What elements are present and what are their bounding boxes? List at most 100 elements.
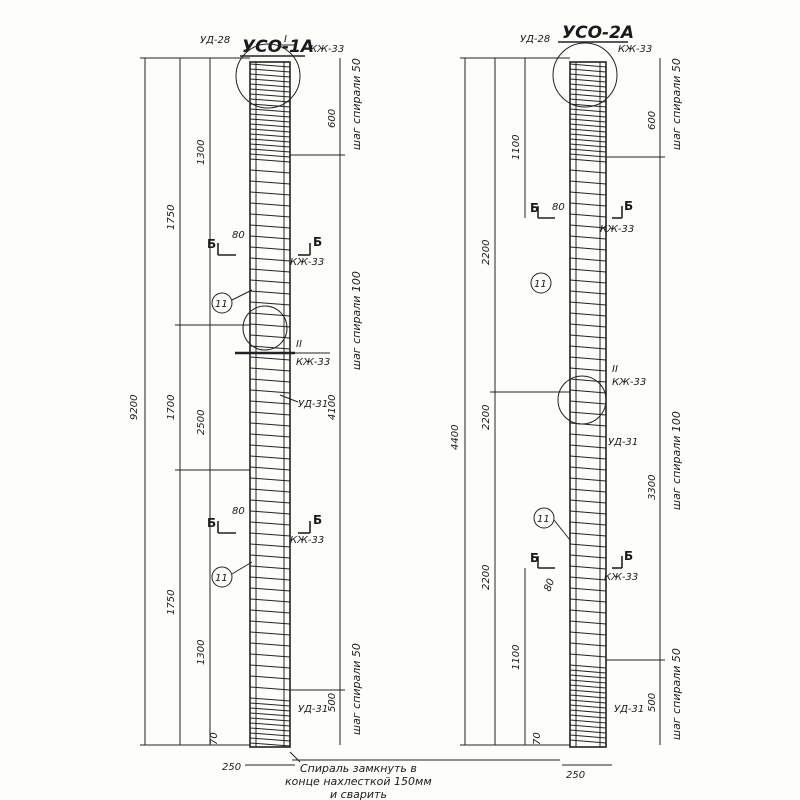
spiral-turn — [569, 477, 607, 482]
spiral-turn — [569, 78, 607, 83]
spiral-turn — [569, 587, 607, 592]
spiral-turn — [249, 128, 291, 133]
note-line3: и сварить — [330, 788, 387, 800]
spiral-turn — [249, 148, 291, 153]
left-dim-upper: 4100 — [327, 395, 338, 420]
spiral-turn — [249, 323, 291, 328]
spiral-turn — [249, 123, 291, 128]
left-roman-mid: II — [296, 339, 302, 350]
spiral-turn — [249, 543, 291, 548]
spiral-turn — [249, 707, 291, 712]
spiral-turn — [569, 565, 607, 570]
spiral-turn — [569, 98, 607, 103]
spiral-turn — [249, 642, 291, 647]
spiral-turn — [249, 609, 291, 614]
svg-text:КЖ-33: КЖ-33 — [290, 535, 324, 546]
spiral-turn — [569, 180, 607, 185]
svg-text:КЖ-33: КЖ-33 — [600, 224, 634, 235]
left-node-bottom: УД-31 — [298, 704, 328, 715]
spiral-turn — [569, 103, 607, 108]
spiral-turn — [249, 444, 291, 449]
right-detail-circle-top — [552, 42, 618, 108]
spiral-turn — [249, 702, 291, 707]
spiral-turn — [569, 400, 607, 405]
spiral-turn — [569, 510, 607, 515]
spiral-turn — [249, 411, 291, 416]
spiral-turn — [569, 108, 607, 113]
spiral-turn — [569, 312, 607, 317]
spiral-note: Спираль замкнуть в конце нахлесткой 150м… — [285, 751, 560, 800]
spiral-turn — [249, 598, 291, 603]
spiral-turn — [249, 98, 291, 103]
svg-text:Б: Б — [530, 551, 539, 565]
right-node-mid: УД-31 — [608, 437, 638, 448]
right-sheet-top: КЖ-33 — [618, 44, 652, 55]
svg-text:70: 70 — [532, 732, 543, 745]
spiral-turn — [569, 609, 607, 614]
spiral-turn — [249, 722, 291, 727]
spiral-turn — [249, 158, 291, 163]
spiral-turn — [569, 554, 607, 559]
spiral-turn — [569, 739, 607, 744]
spiral-turn — [249, 279, 291, 284]
spiral-turn — [249, 697, 291, 702]
spiral-turn — [249, 202, 291, 207]
spiral-turn — [249, 180, 291, 185]
spiral-turn — [569, 113, 607, 118]
spiral-turn — [249, 565, 291, 570]
right-pitch-top: шаг спирали 50 — [670, 58, 683, 150]
svg-text:1300: 1300 — [196, 640, 207, 665]
svg-text:КЖ-33: КЖ-33 — [290, 257, 324, 268]
spiral-turn — [249, 83, 291, 88]
spiral-turn — [249, 93, 291, 98]
spiral-turn — [569, 367, 607, 372]
spiral-turn — [249, 290, 291, 295]
right-pos-mark-upper — [530, 272, 552, 294]
spiral-turn — [569, 466, 607, 471]
right-pitch-bottom: шаг спирали 50 — [670, 648, 683, 740]
spiral-turn — [569, 734, 607, 739]
spiral-turn — [569, 148, 607, 153]
spiral-turn — [569, 488, 607, 493]
spiral-turn — [569, 709, 607, 714]
right-node-top-label: УД-28 — [520, 34, 550, 45]
svg-text:80: 80 — [542, 577, 557, 593]
spiral-turn — [569, 153, 607, 158]
spiral-turn — [249, 675, 291, 680]
svg-text:2200: 2200 — [481, 565, 492, 590]
left-column: УСО-1А УД-28 I КЖ-33 II КЖ-33 УД-31 Б 80 — [129, 34, 363, 773]
spiral-turn — [569, 714, 607, 719]
spiral-turn — [249, 521, 291, 526]
spiral-turn — [569, 642, 607, 647]
spiral-turn — [569, 290, 607, 295]
left-section-cut-lower: Б 80 Б КЖ-33 — [207, 506, 324, 546]
spiral-turn — [569, 128, 607, 133]
spiral-turn — [249, 532, 291, 537]
spiral-turn — [249, 554, 291, 559]
spiral-turn — [569, 679, 607, 684]
left-dim-width: 250 — [222, 762, 241, 773]
spiral-turn — [569, 143, 607, 148]
spiral-turn — [249, 620, 291, 625]
svg-text:Б: Б — [530, 201, 539, 215]
right-spiral — [569, 63, 607, 744]
spiral-turn — [249, 477, 291, 482]
spiral-turn — [249, 108, 291, 113]
svg-text:1300: 1300 — [196, 140, 207, 165]
left-sheet-top: КЖ-33 — [310, 44, 344, 55]
spiral-turn — [249, 133, 291, 138]
svg-text:80: 80 — [232, 230, 245, 241]
spiral-turn — [249, 732, 291, 737]
spiral-turn — [569, 576, 607, 581]
spiral-turn — [569, 133, 607, 138]
spiral-turn — [249, 488, 291, 493]
note-line1: Спираль замкнуть в — [300, 762, 417, 775]
svg-text:Б: Б — [624, 199, 633, 213]
spiral-turn — [249, 466, 291, 471]
left-pos-mark-upper — [211, 292, 233, 314]
right-roman-mid: II — [612, 364, 618, 375]
right-dim-total: 4400 — [450, 425, 461, 450]
svg-text:600: 600 — [647, 111, 658, 130]
spiral-turn — [249, 378, 291, 383]
spiral-turn — [249, 78, 291, 83]
